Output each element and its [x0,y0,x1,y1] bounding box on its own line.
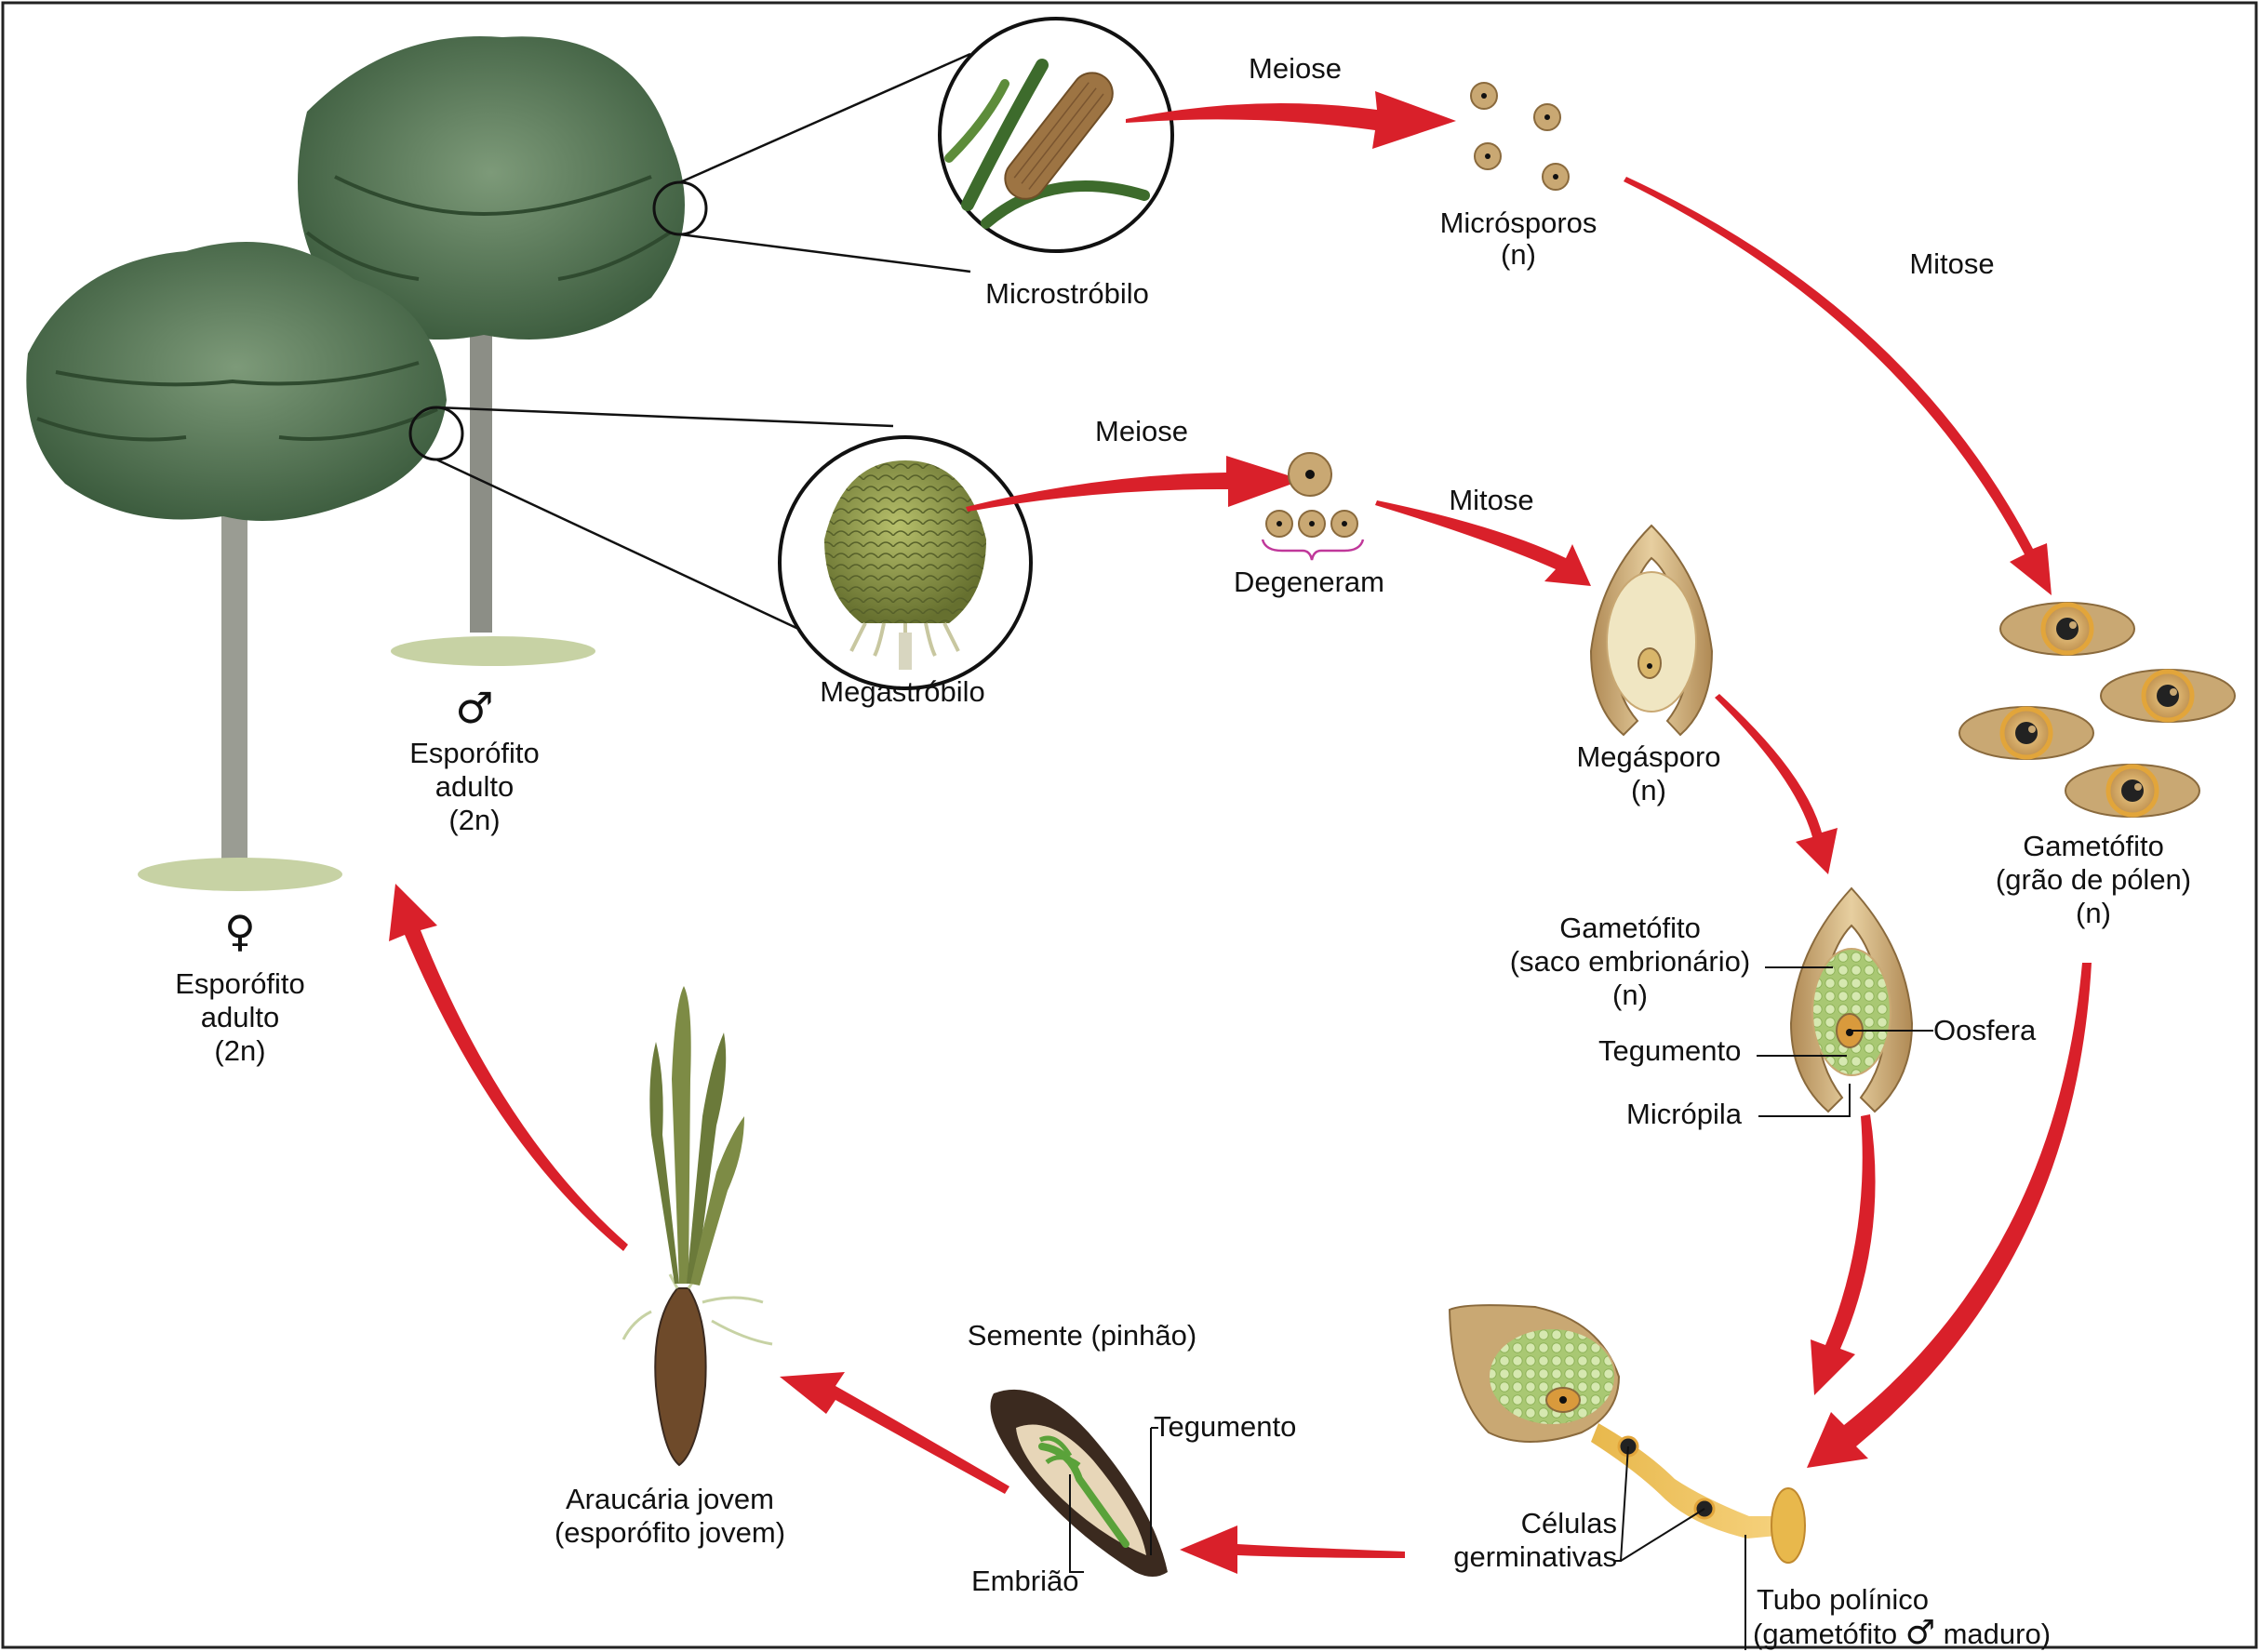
label-tubo-gametofito-text: (gametófito [1753,1618,1897,1650]
label-germinativas: germinativas [1422,1540,1617,1574]
label-male-2n: (2n) [448,804,500,837]
label-meiose-top: Meiose [1249,52,1342,86]
label-saco-embrionario: (saco embrionário) [1510,945,1750,979]
label-tubo-polinico: Tubo polínico [1757,1583,1929,1617]
label-microsporos: Micrósporos [1440,206,1597,240]
label-female-esporofito: Esporófito [175,967,305,1001]
seedling-icon [623,986,772,1465]
label-micropila: Micrópila [1626,1098,1742,1131]
spore-icon [1471,83,1569,190]
seed-icon [990,1390,1168,1577]
label-degeneram: Degeneram [1234,566,1384,599]
tree-icon [26,36,706,891]
male-symbol-icon: ♂ [455,686,493,729]
pollen-tube-leader-lines [1614,1446,1745,1650]
arrow-semente-araucaria [780,1372,1009,1494]
arrow-megasporo-ovulo [1715,694,1838,874]
label-female-adulto: adulto [201,1001,279,1034]
microstrobilus-icon [940,19,1172,251]
label-tubo-gametofito: (gametófito ♂ maduro) [1753,1617,2051,1651]
label-mitose-mid: Mitose [1449,484,1533,517]
female-symbol-icon: ♀ [224,910,256,953]
label-microsporos-n: (n) [1501,238,1536,272]
cycle-arrows [389,91,2092,1574]
label-esporofito-jovem: (esporófito jovem) [555,1516,785,1550]
male-symbol-icon: ♂ [1905,1614,1935,1652]
arrow-fecundacao-semente [1180,1525,1405,1574]
label-megasporo: Megásporo [1576,740,1720,774]
arrow-ovulo-fecundacao [1811,1114,1876,1395]
label-grao-de-polen: (grão de pólen) [1996,863,2191,897]
label-embriao: Embrião [971,1565,1078,1598]
label-megastrobilo: Megastróbilo [820,675,984,709]
label-tegumento-ovulo: Tegumento [1598,1034,1741,1068]
ovule-icon [1591,526,1712,735]
label-male-adulto: adulto [435,770,514,804]
arrow-meiose-mid [966,456,1303,512]
label-tegumento-semente: Tegumento [1154,1410,1296,1444]
label-meiose-mid: Meiose [1095,415,1188,448]
megastrobilus-icon [780,437,1031,688]
label-mitose-right: Mitose [1909,247,1994,281]
label-araucaria-jovem: Araucária jovem [566,1483,774,1516]
pollen-grain-icon [1959,603,2235,817]
label-tubo-maduro: maduro) [1944,1618,2051,1650]
label-celulas: Células [1468,1507,1617,1540]
arrow-araucaria-adulto [389,884,628,1251]
arrow-mitose-right [1624,177,2052,595]
megaspore-tetrad-icon [1263,453,1363,560]
label-polen-n: (n) [2076,897,2111,930]
label-gametofito-polen: Gametófito [2023,830,2164,863]
label-male-esporofito: Esporófito [409,737,540,770]
label-oosfera: Oosfera [1933,1014,2036,1047]
label-gametofito-saco: Gametófito [1559,912,1701,945]
arrow-meiose-top [1126,91,1456,149]
label-microstrobilo: Microstróbilo [985,277,1149,311]
embryo-sac-ovule-icon [1791,888,1912,1112]
label-megasporo-n: (n) [1631,774,1666,807]
label-saco-n: (n) [1612,979,1648,1012]
label-female-2n: (2n) [214,1034,265,1068]
label-semente: Semente (pinhão) [968,1319,1196,1352]
